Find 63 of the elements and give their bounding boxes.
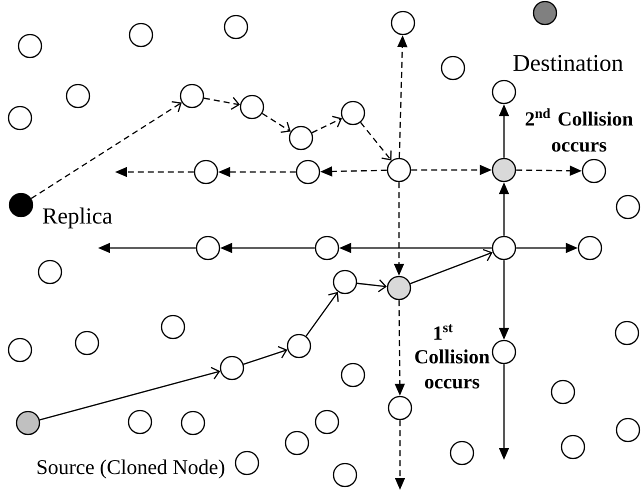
arrow: [312, 116, 342, 134]
arrow: [204, 97, 240, 110]
network-node: [386, 158, 412, 182]
network-node: [314, 410, 340, 434]
node-label: Source (Cloned Node): [38, 459, 224, 478]
network-node: [616, 418, 640, 442]
node-label: Destination: [513, 54, 623, 72]
node-label: Collision occurs: [415, 349, 490, 389]
network-node: [492, 340, 516, 364]
arrow: [262, 112, 291, 133]
network-node: [18, 34, 42, 58]
network-node: [8, 106, 32, 130]
network-node: [16, 410, 40, 436]
network-node: [390, 10, 416, 36]
arrow: [40, 366, 220, 420]
network-node: [220, 356, 244, 380]
network-node: [128, 22, 154, 48]
arrow: [357, 279, 387, 292]
network-node: [492, 236, 516, 260]
network-node: [284, 430, 310, 456]
network-node: [288, 126, 314, 150]
network-node: [234, 450, 260, 476]
network-node: [450, 440, 474, 466]
network-node: [128, 410, 152, 434]
network-node: [492, 80, 516, 104]
network-node: [180, 410, 206, 436]
network-node: [340, 362, 366, 388]
network-node: [224, 14, 248, 40]
arrow: [360, 122, 392, 161]
arrow: [306, 292, 339, 336]
node-label: Replica: [42, 208, 112, 228]
network-node: [66, 84, 90, 108]
network-node: [616, 194, 640, 220]
network-node: [532, 0, 558, 26]
network-node: [492, 158, 516, 182]
network-node: [240, 94, 264, 120]
network-node: [388, 396, 412, 420]
network-node: [332, 462, 358, 488]
node-label: 1$^{st}$: [434, 324, 453, 340]
network-node: [8, 338, 32, 362]
network-node: [296, 160, 320, 184]
network-node: [8, 192, 34, 218]
arrow: [243, 346, 288, 365]
node-label: 2$^{nd}$ Collision occurs: [526, 108, 633, 152]
network-node: [38, 260, 62, 284]
network-node: [340, 100, 366, 126]
network-node: [314, 236, 340, 260]
network-node: [194, 160, 218, 184]
network-node: [196, 236, 220, 260]
arrow: [410, 248, 493, 284]
network-node: [582, 158, 606, 184]
network-node: [550, 380, 576, 404]
network-node: [386, 276, 412, 300]
network-node: [160, 314, 186, 340]
network-node: [440, 56, 466, 80]
network-node: [614, 320, 640, 346]
network-node: [560, 434, 586, 460]
network-node: [180, 84, 204, 108]
arrow: [30, 101, 182, 199]
network-node: [332, 270, 358, 294]
network-node: [578, 236, 602, 260]
network-node: [286, 334, 312, 358]
network-node: [74, 330, 100, 356]
